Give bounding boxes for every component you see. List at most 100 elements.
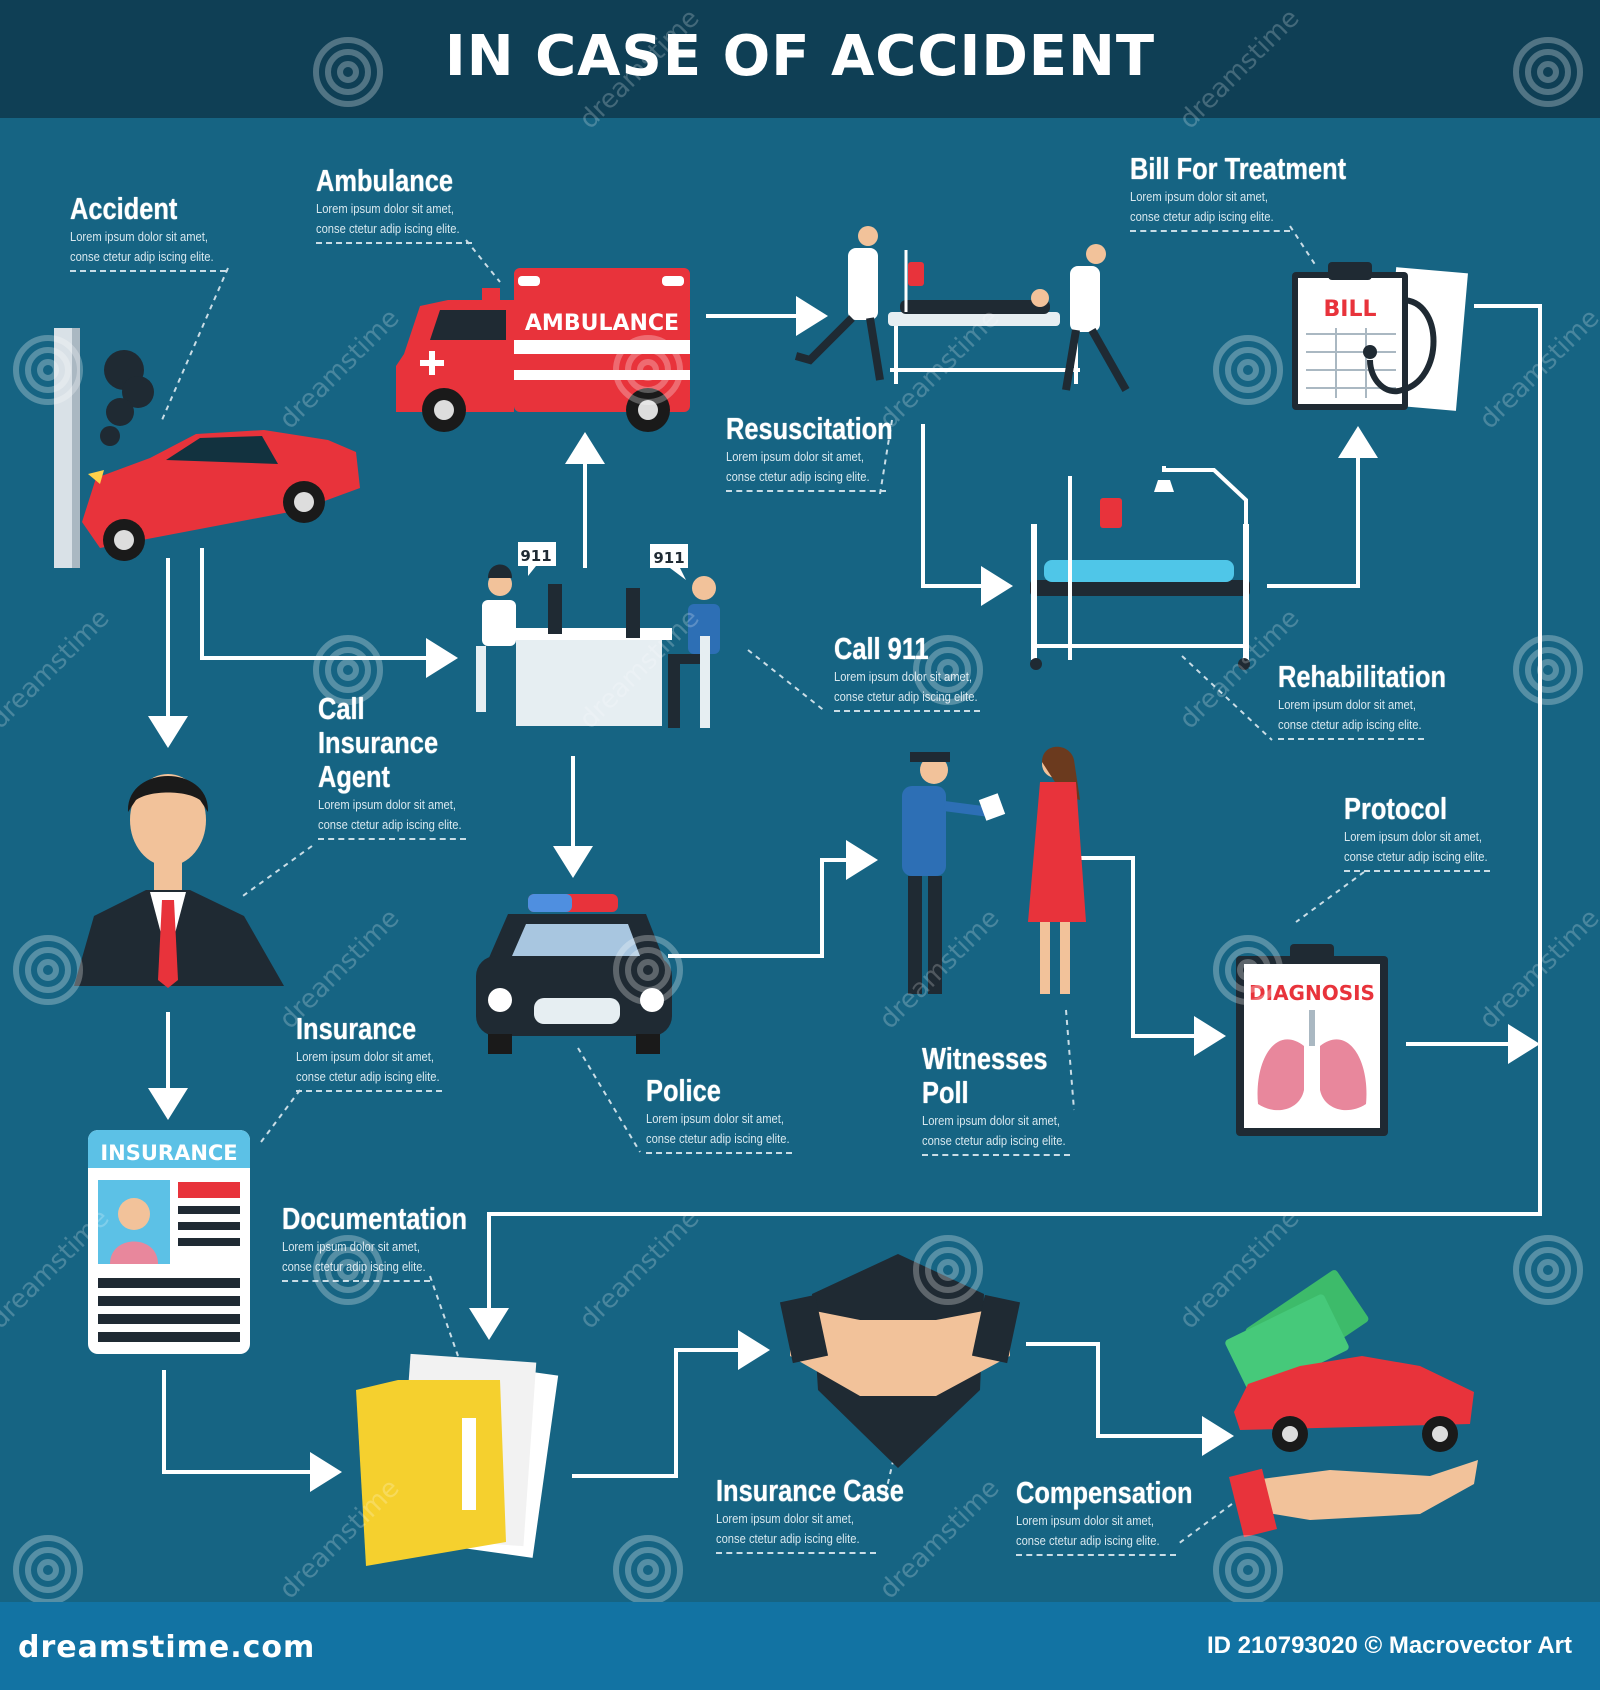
watermark-logo-icon	[1513, 635, 1583, 705]
step-title: Documentation	[282, 1201, 468, 1236]
step-witnesses-poll: Witnesses Poll Lorem ipsum dolor sit ame…	[922, 1042, 1089, 1156]
step-title: Police	[646, 1073, 721, 1108]
step-bill-for-treatment: Bill For Treatment Lorem ipsum dolor sit…	[1130, 152, 1394, 232]
resuscitation-illustration	[794, 226, 1130, 392]
accident-illustration	[54, 328, 360, 568]
step-accident: Accident Lorem ipsum dolor sit amet, con…	[70, 192, 237, 272]
svg-text:AMBULANCE: AMBULANCE	[525, 311, 679, 336]
step-desc: Lorem ipsum dolor sit amet,	[70, 229, 208, 244]
watermark-logo-icon	[313, 37, 383, 107]
watermark-text: dreamstime	[0, 1203, 115, 1335]
step-desc: Lorem ipsum dolor sit amet,	[1278, 697, 1416, 712]
step-compensation: Compensation Lorem ipsum dolor sit amet,…	[1016, 1476, 1231, 1556]
step-call-911: Call 911 Lorem ipsum dolor sit amet, con…	[834, 632, 1001, 712]
step-desc: conse ctetur adip iscing elite.	[716, 1531, 860, 1546]
watermark-logo-icon	[913, 1235, 983, 1305]
arrow-case-to-compensation	[1026, 1342, 1234, 1456]
watermark-text: dreamstime	[1474, 303, 1600, 435]
watermark-text: dreamstime	[874, 903, 1006, 1035]
watermark-logo-icon	[1213, 935, 1283, 1005]
bill-illustration: BILL	[1292, 262, 1468, 411]
step-title: Ambulance	[316, 163, 454, 198]
step-title: Accident	[70, 191, 178, 226]
arrow-accident-to-call911	[200, 548, 458, 678]
step-desc: Lorem ipsum dolor sit amet,	[834, 669, 972, 684]
step-title: Rehabilitation	[1278, 659, 1447, 694]
footer-credit: ID 210793020 © Macrovector Art	[1207, 1632, 1572, 1659]
step-desc: Lorem ipsum dolor sit amet,	[316, 201, 454, 216]
step-insurance: Insurance Lorem ipsum dolor sit amet, co…	[296, 1012, 463, 1092]
diagnosis-illustration: DIAGNOSIS	[1236, 944, 1388, 1136]
watermark-text: dreamstime	[274, 1473, 406, 1605]
step-rehabilitation: Rehabilitation Lorem ipsum dolor sit ame…	[1278, 660, 1483, 740]
watermark-logo-icon	[13, 935, 83, 1005]
step-desc: Lorem ipsum dolor sit amet,	[646, 1111, 784, 1126]
arrow-resuscitation-to-rehab	[921, 424, 1013, 606]
svg-text:911: 911	[653, 549, 684, 567]
step-desc: Lorem ipsum dolor sit amet,	[922, 1113, 1060, 1128]
insurance-agent-illustration	[74, 774, 284, 988]
flow-arrows	[148, 296, 1542, 1492]
svg-text:INSURANCE: INSURANCE	[100, 1141, 237, 1165]
arrow-insurance-to-documentation	[162, 1370, 342, 1492]
watermark-logo-icon	[313, 635, 383, 705]
step-title: Bill For Treatment	[1130, 151, 1347, 186]
watermark-text: dreamstime	[274, 303, 406, 435]
step-title: Call 911	[834, 631, 929, 666]
step-police: Police Lorem ipsum dolor sit amet, conse…	[646, 1074, 813, 1154]
arrow-police-to-witnesses	[668, 840, 878, 958]
step-desc: conse ctetur adip iscing elite.	[282, 1259, 426, 1274]
step-ambulance: Ambulance Lorem ipsum dolor sit amet, co…	[316, 164, 483, 244]
watermark-text: dreamstime	[274, 903, 406, 1035]
step-desc: conse ctetur adip iscing elite.	[318, 817, 462, 832]
step-title: Call	[318, 691, 365, 726]
footer-site: dreamstime.com	[18, 1630, 316, 1665]
arrow-documentation-to-case	[572, 1330, 770, 1478]
compensation-illustration	[1225, 1270, 1478, 1538]
svg-text:911: 911	[520, 547, 551, 565]
step-desc: conse ctetur adip iscing elite.	[1278, 717, 1422, 732]
watermark-logo-icon	[613, 935, 683, 1005]
step-desc: conse ctetur adip iscing elite.	[316, 221, 460, 236]
watermark-logo-icon	[1213, 1535, 1283, 1605]
watermark-logo-icon	[313, 1235, 383, 1305]
svg-text:BILL: BILL	[1324, 297, 1377, 322]
watermark-logo-icon	[1513, 37, 1583, 107]
header-bar	[0, 0, 1600, 118]
step-desc: conse ctetur adip iscing elite.	[834, 689, 978, 704]
step-desc: Lorem ipsum dolor sit amet,	[296, 1049, 434, 1064]
watermark-text: dreamstime	[574, 1203, 706, 1335]
step-documentation: Documentation Lorem ipsum dolor sit amet…	[282, 1202, 508, 1282]
watermark-text: dreamstime	[574, 3, 706, 135]
step-title: Witnesses	[922, 1041, 1048, 1076]
step-desc: conse ctetur adip iscing elite.	[1016, 1533, 1160, 1548]
watermark-text: dreamstime	[1474, 903, 1600, 1035]
step-title: Insurance	[318, 725, 439, 760]
step-desc: Lorem ipsum dolor sit amet,	[716, 1511, 854, 1526]
arrow-bill-to-documentation	[469, 304, 1542, 1340]
step-desc: conse ctetur adip iscing elite.	[726, 469, 870, 484]
step-title: Protocol	[1344, 791, 1448, 826]
watermark-text: dreamstime	[574, 603, 706, 735]
watermark-text: dreamstime	[1174, 3, 1306, 135]
witnesses-illustration	[902, 746, 1086, 994]
step-desc: Lorem ipsum dolor sit amet,	[726, 449, 864, 464]
arrow-rehab-to-bill	[1267, 426, 1378, 588]
ambulance-illustration: AMBULANCE	[396, 268, 690, 432]
step-desc: Lorem ipsum dolor sit amet,	[318, 797, 456, 812]
watermark-text: dreamstime	[1174, 603, 1306, 735]
watermark-logo-icon	[613, 1535, 683, 1605]
insurance-case-illustration	[779, 1254, 1021, 1468]
step-desc: conse ctetur adip iscing elite.	[296, 1069, 440, 1084]
police-car-illustration	[476, 894, 672, 1054]
step-title: Agent	[318, 759, 391, 794]
step-call-insurance-agent: Call Insurance Agent Lorem ipsum dolor s…	[318, 692, 485, 840]
watermark-logo-icon	[13, 335, 83, 405]
rehabilitation-illustration	[1030, 466, 1250, 670]
step-desc: Lorem ipsum dolor sit amet,	[1130, 189, 1268, 204]
watermark-logo-icon	[913, 635, 983, 705]
watermark-text: dreamstime	[874, 303, 1006, 435]
leader-lines	[161, 225, 1365, 1545]
